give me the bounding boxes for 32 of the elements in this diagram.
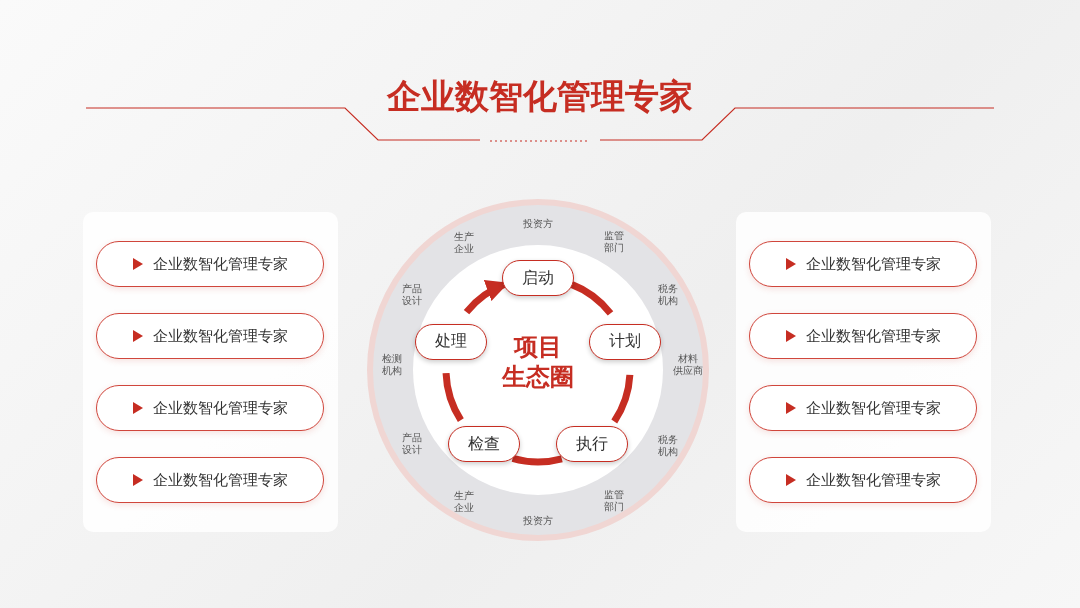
label-pill: [749, 385, 977, 431]
label-pill: [96, 313, 324, 359]
label-pill: [96, 457, 324, 503]
stakeholder-label: 投资方: [523, 515, 553, 527]
center-title: 项目生态圈: [488, 332, 588, 392]
pill-text: 企业数智化管理专家: [805, 254, 941, 274]
pill-text: 企业数智化管理专家: [805, 398, 941, 418]
cycle-line: [511, 455, 563, 466]
pill-text: 企业数智化管理专家: [805, 470, 941, 490]
label-pill: [749, 313, 977, 359]
label-pill: [96, 241, 324, 287]
pill-text: 企业数智化管理专家: [152, 470, 288, 490]
stakeholder-label: 生产企业: [454, 490, 474, 514]
pill-text: 企业数智化管理专家: [805, 326, 941, 346]
stakeholder-label: 投资方: [523, 218, 553, 230]
step-pill: 执行: [556, 426, 629, 463]
stakeholder-label: 监管部门: [604, 489, 624, 513]
pill-text: 企业数智化管理专家: [152, 398, 288, 418]
pill-text: 企业数智化管理专家: [152, 254, 288, 274]
pill-text: 企业数智化管理专家: [152, 326, 288, 346]
step-pill: 启动: [502, 260, 574, 296]
title: 企业数智化管理专家: [385, 75, 694, 118]
label-pill: [749, 457, 977, 503]
cycle-line: [442, 372, 464, 422]
step-pill: 检查: [447, 426, 520, 463]
label-pill: [749, 241, 977, 287]
stakeholder-label: 材料供应商: [673, 353, 703, 377]
stakeholder-label: 检测机构: [382, 353, 402, 377]
label-pill: [96, 385, 324, 431]
cycle-line: [611, 374, 634, 424]
stakeholder-label: 监管部门: [604, 230, 624, 254]
cycle-line: [569, 280, 614, 316]
